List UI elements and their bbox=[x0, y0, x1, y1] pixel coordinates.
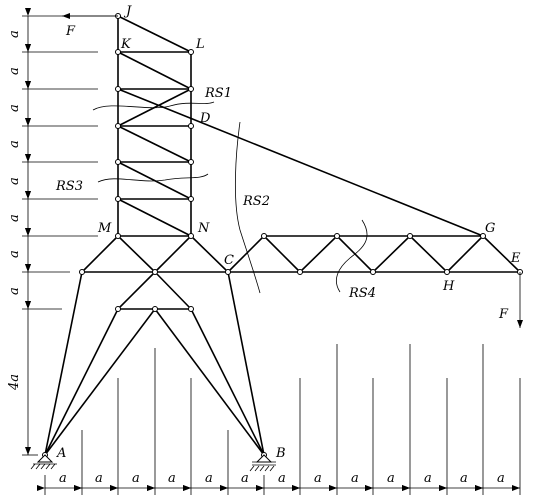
node-labels: J K L D M N C G E H A B bbox=[56, 4, 521, 461]
label-rs2: RS2 bbox=[242, 194, 270, 209]
dim-label: a bbox=[497, 471, 505, 486]
joint-K bbox=[115, 49, 121, 55]
cantilever-members bbox=[227, 235, 521, 273]
joint-H bbox=[444, 269, 450, 275]
joint-L bbox=[188, 49, 194, 55]
dim-label: a bbox=[278, 471, 286, 486]
section-labels: RS1 RS3 RS2 RS4 bbox=[55, 86, 376, 301]
joint-G bbox=[480, 233, 486, 239]
dim-label: a bbox=[59, 471, 67, 486]
dim-label: a bbox=[314, 471, 322, 486]
label-C: C bbox=[224, 253, 234, 268]
dim-label-tall: 4a bbox=[7, 374, 22, 391]
dim-label: a bbox=[7, 67, 22, 75]
dim-label: a bbox=[424, 471, 432, 486]
joint-D bbox=[188, 123, 194, 129]
leg-members bbox=[44, 271, 265, 456]
support-B bbox=[249, 454, 276, 472]
dim-label: a bbox=[7, 104, 22, 112]
dim-label: a bbox=[351, 471, 359, 486]
dim-label: a bbox=[460, 471, 468, 486]
bottom-dimension-labels: a a a a a a a a a a a a a bbox=[59, 471, 505, 486]
joint-N bbox=[188, 233, 194, 239]
dim-label: a bbox=[95, 471, 103, 486]
label-E: E bbox=[510, 251, 521, 266]
dim-label: a bbox=[132, 471, 140, 486]
support-A bbox=[30, 454, 57, 470]
section-curves bbox=[92, 101, 368, 294]
dim-label: a bbox=[7, 140, 22, 148]
dim-label: a bbox=[168, 471, 176, 486]
label-D: D bbox=[199, 111, 211, 126]
force-right: F bbox=[498, 272, 523, 328]
joint-M bbox=[115, 233, 121, 239]
dim-label: a bbox=[7, 214, 22, 222]
label-J: J bbox=[123, 4, 132, 19]
dim-label: a bbox=[7, 250, 22, 258]
label-L: L bbox=[195, 37, 205, 52]
dim-label: a bbox=[7, 177, 22, 185]
left-dimension-labels: a a a a a a a a 4a bbox=[7, 30, 22, 391]
label-rs3: RS3 bbox=[55, 179, 83, 194]
force-right-label: F bbox=[498, 307, 509, 322]
label-K: K bbox=[120, 37, 132, 52]
label-G: G bbox=[485, 221, 495, 236]
left-dimension-chain bbox=[22, 8, 118, 456]
dim-label: a bbox=[205, 471, 213, 486]
label-M: M bbox=[97, 221, 112, 236]
tower-members bbox=[117, 15, 484, 237]
label-rs4: RS4 bbox=[348, 286, 376, 301]
label-A: A bbox=[56, 446, 66, 461]
dim-label: a bbox=[387, 471, 395, 486]
bottom-extension-lines bbox=[44, 344, 521, 495]
dim-label: a bbox=[7, 287, 22, 295]
joint-C bbox=[225, 269, 231, 275]
label-N: N bbox=[197, 221, 210, 236]
dim-label: a bbox=[241, 471, 249, 486]
force-top-label: F bbox=[65, 24, 76, 39]
label-B: B bbox=[275, 446, 286, 461]
dim-label: a bbox=[7, 30, 22, 38]
label-rs1: RS1 bbox=[204, 86, 232, 101]
force-top: F bbox=[62, 13, 118, 39]
label-H: H bbox=[442, 279, 455, 294]
